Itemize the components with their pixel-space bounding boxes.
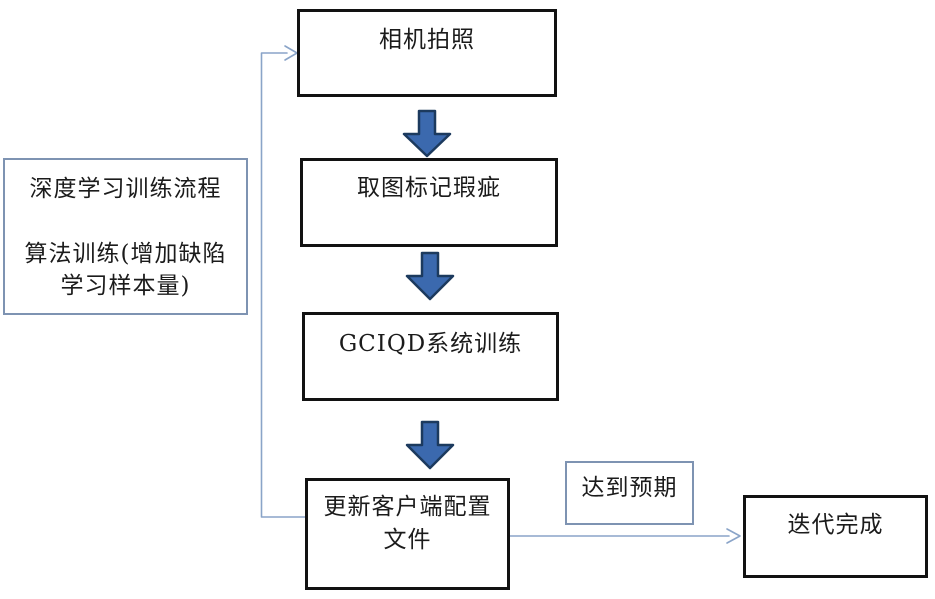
feedback-connector-line [260,52,306,518]
note-body-line1: 算法训练(增加缺陷 [24,241,227,267]
node-update-label-line2: 文件 [383,527,432,553]
flowchart-node-update-config: 更新客户端配置 文件 [305,478,510,590]
node-train-label: GCIQD系统训练 [338,331,523,357]
flowchart-node-iteration-done: 迭代完成 [743,495,928,578]
expectation-label: 达到预期 [581,475,678,501]
note-body-line2: 学习样本量) [60,273,191,299]
node-mark-label: 取图标记瑕疵 [357,175,501,201]
down-block-arrow-icon-3 [405,420,455,470]
down-block-arrow-icon-2 [405,251,455,301]
flowchart-note-training-process: 深度学习训练流程 算法训练(增加缺陷 学习样本量) [3,158,248,315]
down-block-arrow-icon-1 [402,109,452,158]
flowchart-label-expectation-met: 达到预期 [565,461,694,525]
flowchart-node-camera: 相机拍照 [297,9,557,97]
node-camera-label: 相机拍照 [379,27,475,53]
node-update-label-line1: 更新客户端配置 [323,494,492,520]
flowchart-node-system-training: GCIQD系统训练 [302,312,559,401]
note-title: 深度学习训练流程 [29,176,222,202]
done-arrowhead-icon [726,528,741,544]
flowchart-node-mark-defects: 取图标记瑕疵 [300,158,558,247]
node-done-label: 迭代完成 [787,512,884,538]
